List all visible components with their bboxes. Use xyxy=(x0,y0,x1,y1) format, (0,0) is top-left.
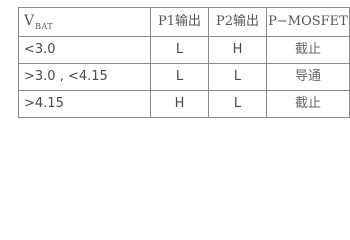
cell-vbat: >4.15 xyxy=(18,90,151,118)
cell-p2: H xyxy=(208,36,267,64)
cell-p1: L xyxy=(150,36,209,64)
table-row: >3.0 , <4.15 L L 导通 xyxy=(18,63,350,91)
header-p2-output: P2输出 xyxy=(208,7,267,37)
header-p-mosfet: P−MOSFET xyxy=(266,7,350,37)
header-vbat: VBAT xyxy=(18,7,151,37)
header-vbat-subscript: BAT xyxy=(35,22,54,31)
header-vbat-main: V xyxy=(24,13,35,29)
cell-vbat: <3.0 xyxy=(18,36,151,64)
cell-p2: L xyxy=(208,63,267,91)
table-row: <3.0 L H 截止 xyxy=(18,36,350,64)
cell-vbat: >3.0 , <4.15 xyxy=(18,63,151,91)
cell-p2: L xyxy=(208,90,267,118)
cell-mosfet: 截止 xyxy=(266,90,350,118)
cell-mosfet: 导通 xyxy=(266,63,350,91)
truth-table: VBAT P1输出 P2输出 P−MOSFET <3.0 L H 截止 >3.0… xyxy=(18,7,350,118)
cell-p1: H xyxy=(150,90,209,118)
table-header-row: VBAT P1输出 P2输出 P−MOSFET xyxy=(18,7,350,37)
table-row: >4.15 H L 截止 xyxy=(18,90,350,118)
cell-p1: L xyxy=(150,63,209,91)
cell-mosfet: 截止 xyxy=(266,36,350,64)
header-p1-output: P1输出 xyxy=(150,7,209,37)
